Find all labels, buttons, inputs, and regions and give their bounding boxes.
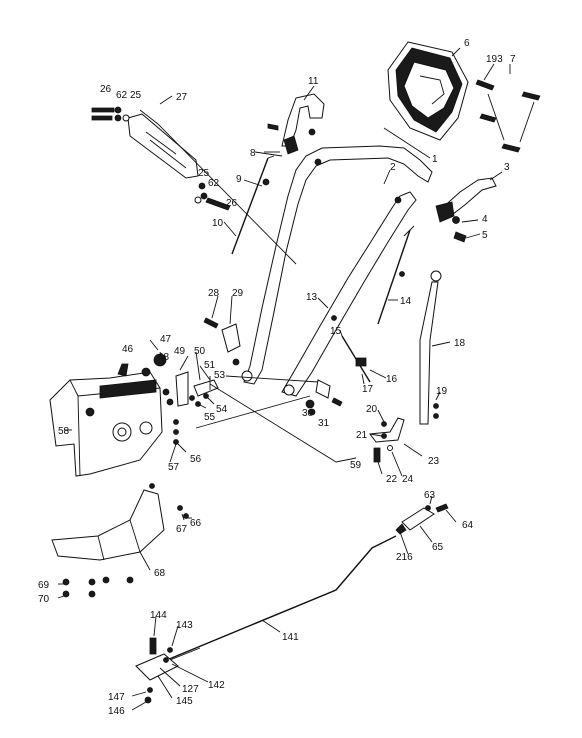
label-part-3: 3 [504, 162, 510, 173]
label-part-62a: 62 [116, 90, 128, 101]
label-part-65: 65 [432, 542, 444, 553]
handle-clamp [267, 93, 325, 155]
label-part-147: 147 [108, 692, 125, 703]
linkage-hardware [162, 371, 219, 445]
label-part-14: 14 [400, 296, 412, 307]
label-part-56: 56 [190, 454, 202, 465]
gearbox-housing [49, 353, 167, 477]
leader-lines [57, 47, 511, 711]
label-part-145: 145 [176, 696, 193, 707]
label-part-50: 50 [194, 346, 206, 357]
label-part-26a: 26 [100, 84, 112, 95]
label-part-4: 4 [482, 214, 488, 225]
label-part-20: 20 [366, 404, 378, 415]
label-part-48: 48 [158, 352, 170, 363]
label-part-51: 51 [204, 360, 216, 371]
label-part-16: 16 [386, 374, 398, 385]
small-bracket [203, 317, 241, 366]
mount-bracket [91, 106, 231, 211]
label-part-10: 10 [212, 218, 224, 229]
crank-assembly [435, 177, 497, 243]
label-part-63: 63 [424, 490, 436, 501]
label-part-53: 53 [214, 370, 226, 381]
label-part-24: 24 [402, 474, 414, 485]
label-part-26b: 26 [226, 198, 238, 209]
label-part-1: 1 [432, 154, 438, 165]
long-control-rod [159, 503, 449, 665]
label-part-69: 69 [38, 580, 50, 591]
label-part-29: 29 [232, 288, 244, 299]
label-part-15: 15 [330, 326, 342, 337]
label-part-22: 22 [386, 474, 398, 485]
label-part-18: 18 [454, 338, 466, 349]
label-part-142: 142 [208, 680, 225, 691]
label-part-58: 58 [58, 426, 70, 437]
label-part-127: 127 [182, 684, 199, 695]
label-part-25b: 25 [198, 168, 210, 179]
label-part-144: 144 [150, 610, 167, 621]
chute-deflector [387, 41, 469, 141]
label-part-8: 8 [250, 148, 256, 159]
label-part-2: 2 [390, 162, 396, 173]
label-part-143: 143 [176, 620, 193, 631]
lower-bracket [305, 379, 343, 416]
control-rod [231, 151, 283, 255]
label-part-13: 13 [306, 292, 318, 303]
label-part-66: 66 [190, 518, 202, 529]
label-part-141: 141 [282, 632, 299, 643]
label-part-23: 23 [428, 456, 440, 467]
link-rod [331, 315, 371, 383]
label-part-17: 17 [362, 384, 374, 395]
label-part-54: 54 [216, 404, 228, 415]
label-part-31: 31 [318, 418, 330, 429]
shield-plate [51, 483, 189, 598]
label-part-68: 68 [154, 568, 166, 579]
label-part-21: 21 [356, 430, 368, 441]
label-part-30: 30 [302, 408, 314, 419]
deflector-hardware [475, 79, 541, 153]
part-number-labels: 6 193 7 1 11 8 9 10 2 3 4 5 26 62 25 27 … [38, 38, 516, 717]
label-part-28: 28 [208, 288, 220, 299]
label-part-47: 47 [160, 334, 172, 345]
label-part-64: 64 [462, 520, 474, 531]
label-part-6: 6 [464, 38, 470, 49]
label-part-146: 146 [108, 706, 125, 717]
upper-handle [241, 145, 433, 397]
label-part-11: 11 [308, 76, 319, 87]
label-part-19: 19 [436, 386, 448, 397]
label-part-55: 55 [204, 412, 216, 423]
label-part-67: 67 [176, 524, 188, 535]
shift-lever [377, 225, 442, 425]
shift-plate [369, 403, 439, 463]
label-part-193: 193 [486, 54, 503, 65]
label-part-46: 46 [122, 344, 134, 355]
label-part-5: 5 [482, 230, 488, 241]
label-part-27: 27 [176, 92, 188, 103]
label-part-59: 59 [350, 460, 362, 471]
label-part-25a: 25 [130, 90, 142, 101]
label-part-7: 7 [510, 54, 516, 65]
label-part-57: 57 [168, 462, 180, 473]
label-part-9: 9 [236, 174, 242, 185]
label-part-49: 49 [174, 346, 186, 357]
rod-bracket [135, 637, 179, 704]
label-part-62b: 62 [208, 178, 220, 189]
label-part-216: 216 [396, 552, 413, 563]
label-part-70: 70 [38, 594, 50, 605]
